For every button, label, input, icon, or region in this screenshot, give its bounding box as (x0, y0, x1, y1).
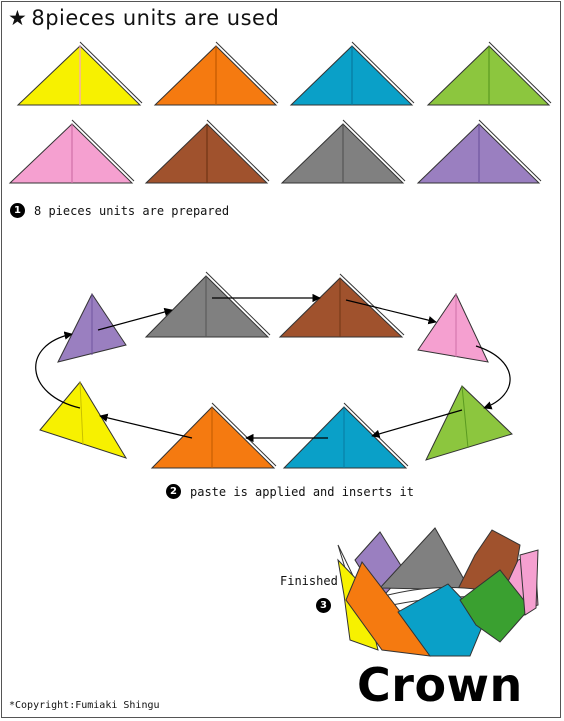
unit-purple (416, 119, 542, 184)
result-name: Crown (357, 658, 523, 712)
page-title: ★8pieces units are used (8, 6, 279, 30)
ring-unit-orange (150, 402, 277, 469)
step-3: 3 (316, 598, 340, 613)
unit-blue (289, 41, 415, 106)
finished-label: Finished (280, 574, 338, 588)
unit-gray (280, 119, 406, 184)
step-2: 2 paste is applied and inserts it (166, 484, 414, 499)
step-number-2-icon: 2 (166, 484, 181, 499)
unit-pink (8, 119, 135, 184)
ring-unit-green (425, 385, 513, 461)
step-number-1-icon: 1 (10, 203, 25, 218)
step-1-text: 8 pieces units are prepared (34, 203, 230, 218)
copyright: *Copyright:Fumiaki Shingu (9, 700, 160, 711)
step-number-3-icon: 3 (316, 598, 331, 613)
title-text: 8pieces units are used (31, 6, 280, 30)
assembly-ring (35, 271, 513, 469)
unit-brown (144, 119, 270, 184)
finished-crown (337, 527, 539, 657)
unit-yellow (16, 41, 143, 106)
assembly-arrows (35, 293, 511, 443)
unit-green (426, 41, 552, 106)
unit-orange (153, 41, 279, 106)
ring-unit-brown (278, 273, 405, 338)
ring-unit-pink (417, 292, 489, 363)
star-icon: ★ (8, 6, 28, 30)
step-2-text: paste is applied and inserts it (190, 484, 414, 499)
ring-unit-purple (57, 293, 127, 363)
ring-unit-yellow (39, 381, 128, 459)
ring-unit-blue (282, 402, 409, 469)
unit-grid (8, 41, 552, 184)
ring-unit-gray (144, 271, 271, 338)
step-1: 1 8 pieces units are prepared (10, 203, 229, 218)
